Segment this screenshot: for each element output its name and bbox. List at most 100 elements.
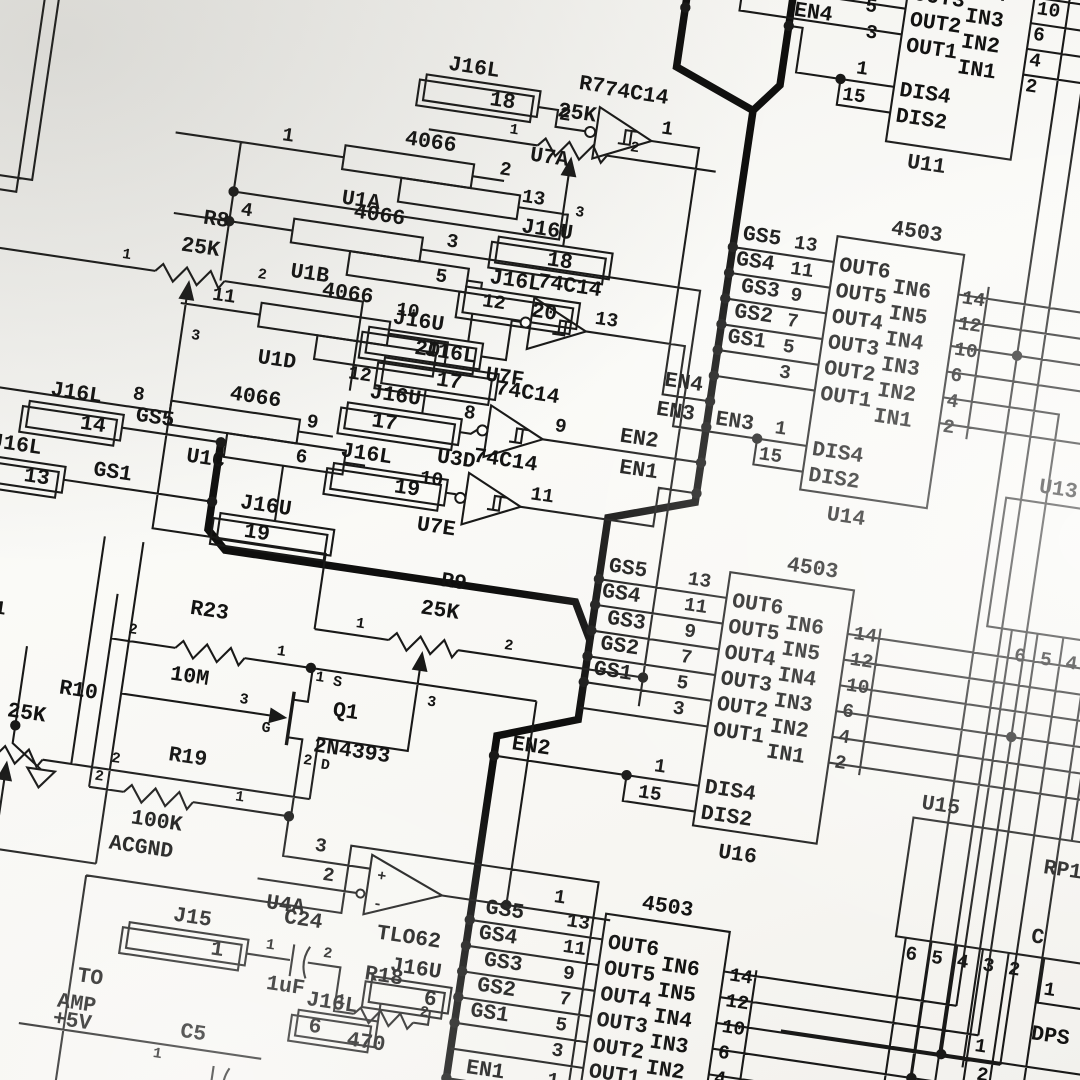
pin: 11 [561, 936, 587, 961]
ref-r18: R18 [363, 962, 405, 991]
pin: 6 [716, 1042, 731, 1065]
signal-gs4: GS4 [600, 580, 642, 609]
junction-dot [680, 2, 691, 13]
signal-en4-u11: EN4 [792, 0, 834, 28]
signal-en2: EN2 [618, 425, 660, 454]
pin: 1 [546, 1069, 561, 1080]
jumper-boxes [0, 73, 614, 1054]
signal-gs1: GS1 [592, 657, 634, 686]
net-acgnd: ACGND [107, 831, 174, 864]
jumper-13: 13 [22, 464, 51, 492]
ref-r8: R8 [202, 207, 231, 235]
signal-gs2: GS2 [599, 632, 641, 661]
junction-dot [501, 899, 512, 911]
pin: 3 [190, 327, 201, 345]
val-c24: 1uF [264, 972, 306, 1001]
pin: 14 [960, 287, 987, 312]
ic-u11-dis2: DIS2 [894, 105, 949, 136]
pin: 2 [127, 621, 138, 639]
junction-dot [723, 267, 735, 278]
jumper-19: 19 [392, 475, 421, 503]
pin: 3 [238, 691, 249, 709]
capacitor-symbols [207, 944, 311, 1080]
jumper-6u: 6 [422, 987, 438, 1013]
ic-u14-in1: IN1 [872, 405, 914, 434]
inverter-bubble [476, 424, 489, 437]
junction-dot [727, 241, 739, 253]
pin: 1 [152, 1045, 163, 1063]
opamp-u4a [362, 853, 445, 916]
ref-u7a-type: 74C14 [603, 78, 670, 111]
signal-gs5: GS5 [741, 222, 783, 251]
ic-u14-in5: IN5 [887, 302, 929, 331]
pin: 13 [793, 232, 819, 257]
pin: 5 [554, 1014, 569, 1037]
pin: 1 [855, 57, 870, 80]
ic-u14-dis2: DIS2 [807, 464, 862, 495]
ic-u16-in1: IN1 [765, 740, 807, 769]
wire-2: 2 [975, 1064, 990, 1080]
junction-dot [578, 676, 589, 688]
pin: 6 [841, 700, 856, 723]
ic-u11-in1: IN1 [956, 56, 998, 85]
pin: 1 [314, 669, 325, 687]
pin: 2 [941, 416, 956, 439]
pin: 1 [265, 936, 276, 954]
signal-gs1: GS1 [726, 325, 768, 354]
ic-bottom-4503-box [567, 912, 731, 1080]
pin: 5 [781, 336, 796, 359]
signal-en1-b: EN1 [464, 1056, 506, 1080]
ic-u14-out1: OUT1 [819, 383, 874, 414]
ref-u1d: U1D [256, 346, 298, 375]
pin: 1 [1042, 979, 1057, 1002]
junction-dot [701, 421, 712, 433]
junction-dot [215, 437, 227, 448]
pin: 13 [686, 568, 712, 593]
pin: 14 [852, 623, 879, 648]
pin: 3 [426, 693, 437, 711]
ref-u3d-type: 74C14 [494, 377, 561, 410]
ref-u1c: U1C [185, 445, 227, 474]
wire-1: 1 [973, 1035, 988, 1058]
pin: 12 [347, 362, 373, 387]
junction-dot [305, 662, 317, 674]
pin: 9 [305, 411, 320, 434]
val-r19: 100K [129, 806, 184, 837]
pin: 9 [553, 415, 568, 438]
pin: 6 [1013, 645, 1028, 668]
gate-symbols [25, 105, 654, 916]
junction-dot [593, 573, 605, 585]
signal-en3: EN3 [655, 398, 697, 427]
pin: 3 [574, 204, 585, 222]
pin: 1 [773, 417, 788, 440]
junction-dot [716, 318, 727, 330]
ref-u11: U11 [905, 151, 947, 180]
pin: 7 [785, 310, 800, 333]
junction-dot [10, 720, 21, 731]
jfet-gate-arrow [268, 707, 288, 724]
pin: 10 [844, 674, 870, 699]
resistor-zigzags [0, 136, 608, 1031]
ref-r23: R23 [188, 597, 230, 626]
pin: 2 [503, 637, 514, 655]
ic-u16-in5: IN5 [780, 638, 822, 667]
pin: 4 [945, 390, 960, 414]
ic-b4503-type: 4503 [640, 892, 695, 923]
signal-gs1: GS1 [469, 999, 511, 1028]
pin: 12 [956, 313, 982, 338]
pin: 4 [955, 951, 970, 975]
ref-u7f: U7F [484, 363, 526, 392]
signal-gs1-l: GS1 [92, 458, 134, 487]
pin: 2 [629, 139, 640, 157]
ic-u11-out1: OUT1 [904, 34, 959, 65]
signal-gs4: GS4 [734, 248, 776, 277]
junction-dot [695, 457, 707, 468]
inverter-bubble [454, 491, 467, 504]
val-r7: 25K [556, 99, 598, 128]
junction-dot [283, 811, 295, 822]
pin: 7 [679, 646, 694, 669]
